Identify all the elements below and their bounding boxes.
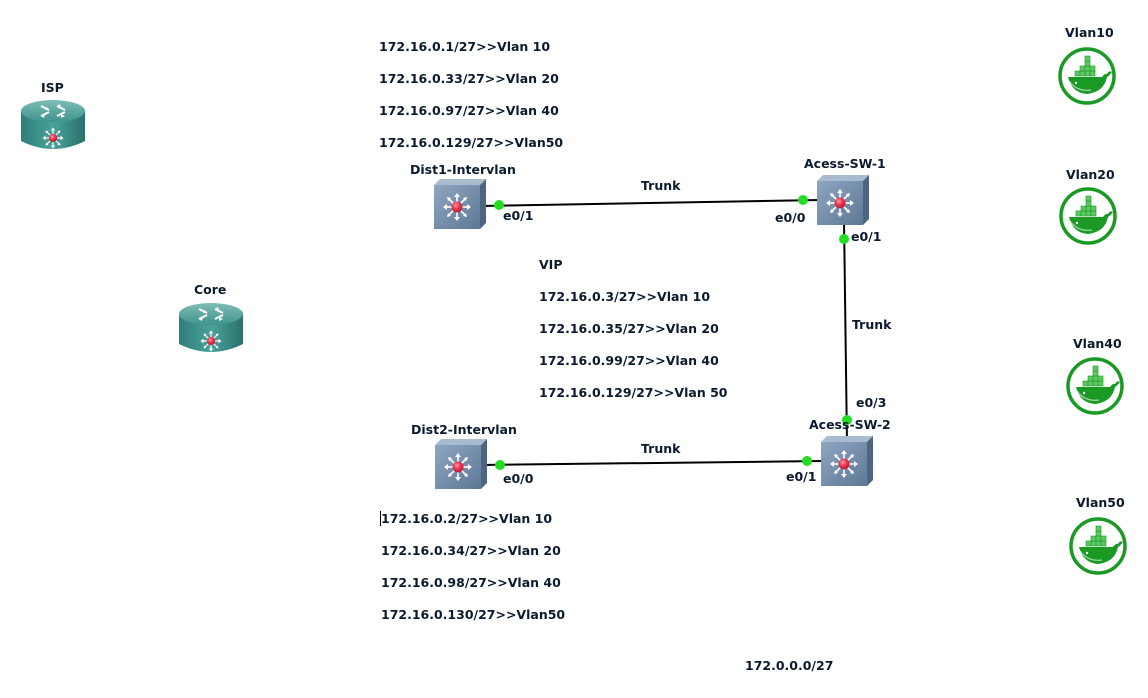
port-dot-dist2-e0-0[interactable] [495, 460, 505, 470]
link-acc1-acc2[interactable] [843, 219, 848, 446]
note-dist1-ip[interactable]: 172.16.0.129/27>>Vlan50 [379, 135, 564, 150]
switch-icon-acc1[interactable] [817, 175, 871, 227]
port-dot-acc2-e0-1[interactable] [802, 456, 812, 466]
note-dist2-ip[interactable]: 172.16.0.130/27>>Vlan50 [381, 607, 566, 622]
node-label-vlan40: Vlan40 [1073, 336, 1122, 351]
note-vip-ip[interactable]: 172.16.0.3/27>>Vlan 10 [539, 289, 711, 304]
docker-icon-vlan10[interactable] [1057, 46, 1117, 106]
note-dist2-ip[interactable]: 172.16.0.2/27>>Vlan 10 [381, 511, 553, 526]
node-label-vlan10: Vlan10 [1065, 25, 1114, 40]
switch-icon-acc2[interactable] [821, 436, 875, 488]
switch-icon-dist1[interactable] [434, 179, 488, 231]
note-dist1-ip[interactable]: 172.16.0.33/27>>Vlan 20 [379, 71, 559, 86]
note-vip-title[interactable]: VIP [539, 257, 563, 272]
note-dist2-ip[interactable]: 172.16.0.34/27>>Vlan 20 [381, 543, 561, 558]
link-label-trunk: Trunk [641, 441, 681, 456]
note-vip-ip[interactable]: 172.16.0.129/27>>Vlan 50 [539, 385, 728, 400]
port-label: e0/0 [503, 471, 534, 486]
port-label: e0/1 [503, 208, 534, 223]
docker-icon-vlan20[interactable] [1058, 186, 1118, 246]
note-vip-ip[interactable]: 172.16.0.99/27>>Vlan 40 [539, 353, 719, 368]
port-dot-acc1-e0-1[interactable] [839, 234, 849, 244]
link-label-trunk: Trunk [852, 317, 892, 332]
port-label: e0/1 [851, 229, 882, 244]
note-dist1-ip[interactable]: 172.16.0.1/27>>Vlan 10 [379, 39, 551, 54]
link-dist2-acc2[interactable] [479, 460, 824, 466]
node-label-core: Core [194, 282, 227, 297]
text-cursor [380, 511, 381, 526]
docker-icon-vlan40[interactable] [1065, 356, 1125, 416]
router-icon-isp[interactable] [19, 97, 87, 157]
node-label-isp: ISP [41, 80, 64, 95]
docker-icon-vlan50[interactable] [1068, 516, 1128, 576]
port-label: e0/0 [775, 210, 806, 225]
note-dist1-ip[interactable]: 172.16.0.97/27>>Vlan 40 [379, 103, 559, 118]
switch-icon-dist2[interactable] [435, 439, 489, 491]
note-dist2-ip[interactable]: 172.16.0.98/27>>Vlan 40 [381, 575, 561, 590]
node-label-vlan50: Vlan50 [1076, 495, 1125, 510]
node-label-acc1: Acess-SW-1 [804, 156, 886, 171]
node-label-dist2: Dist2-Intervlan [411, 422, 517, 437]
link-dist1-acc1[interactable] [479, 199, 821, 207]
port-dot-acc2-e0-3[interactable] [842, 415, 852, 425]
note-subnet[interactable]: 172.0.0.0/27 [745, 658, 834, 673]
node-label-vlan20: Vlan20 [1066, 167, 1115, 182]
port-label: e0/1 [786, 469, 817, 484]
router-icon-core[interactable] [177, 300, 245, 360]
node-label-dist1: Dist1-Intervlan [410, 162, 516, 177]
node-label-acc2: Acess-SW-2 [809, 417, 891, 432]
note-vip-ip[interactable]: 172.16.0.35/27>>Vlan 20 [539, 321, 719, 336]
port-dot-acc1-e0-0[interactable] [798, 195, 808, 205]
port-dot-dist1-e0-1[interactable] [494, 200, 504, 210]
link-label-trunk: Trunk [641, 178, 681, 193]
port-label: e0/3 [856, 395, 887, 410]
